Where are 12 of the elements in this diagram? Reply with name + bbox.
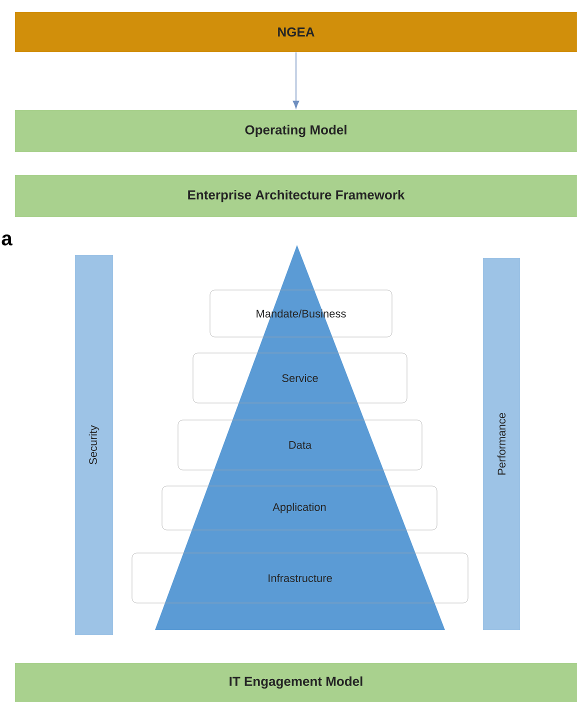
layer-box: Infrastructure [132, 552, 468, 604]
banner-bar: Operating Model [15, 110, 577, 152]
banner-bar: NGEA [15, 12, 577, 52]
side-bar: Security [75, 255, 113, 635]
layer-box: Data [178, 420, 422, 470]
banner-bar: Enterprise Architecture Framework [15, 175, 577, 217]
arrow [292, 52, 300, 109]
layer-box: Application [162, 486, 438, 530]
layer-box: Service [192, 352, 408, 404]
side-bar: Performance [483, 258, 520, 630]
fragment-text: a [2, 234, 12, 246]
banner-bar: IT Engagement Model [15, 663, 577, 702]
